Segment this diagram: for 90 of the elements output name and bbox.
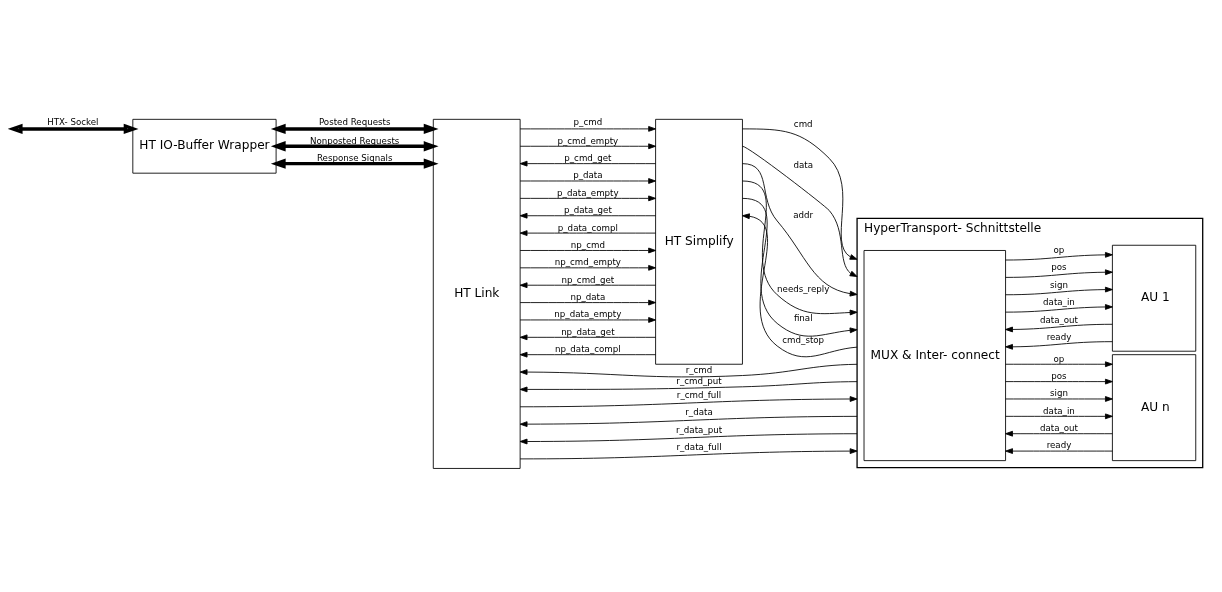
arrow	[519, 333, 657, 340]
arrow	[519, 177, 657, 184]
edge-label: p_data_empty	[557, 187, 619, 198]
arrow	[1005, 340, 1113, 350]
edge-label: data_out	[1039, 422, 1079, 433]
edge-label: cmd_stop	[782, 334, 825, 345]
arrow	[519, 363, 858, 377]
arrow	[519, 316, 657, 323]
edge-label: HTX- Sockel	[47, 116, 99, 127]
node-box: AU 1	[1111, 244, 1197, 352]
edge-label: ready	[1046, 331, 1072, 342]
edge-label: p_data_get	[563, 204, 612, 215]
edge-label: np_data	[570, 291, 606, 302]
edge-label: ready	[1046, 439, 1072, 450]
edge-label: r_cmd_put	[676, 375, 722, 386]
arrow	[1005, 395, 1113, 402]
edge-label: np_data_get	[561, 326, 615, 337]
edge-label: op	[1053, 244, 1065, 255]
arrow	[1005, 251, 1113, 260]
arrow	[1005, 430, 1113, 437]
edge-label: Response Signals	[316, 152, 393, 163]
arrow	[519, 395, 858, 407]
edge-label: np_cmd_empty	[554, 256, 621, 267]
edge-label: addr	[793, 209, 814, 220]
node-box: AU n	[1111, 353, 1197, 461]
edge-label: r_data_put	[675, 424, 723, 435]
node-box: HT Simplify	[655, 118, 743, 365]
arrow	[519, 212, 657, 219]
arrow	[1005, 286, 1113, 295]
arrow	[519, 432, 858, 444]
arrow	[519, 247, 657, 253]
edge-label: np_cmd_get	[561, 274, 615, 285]
edge-label: Nonposted Requests	[310, 135, 400, 146]
arrow	[1005, 412, 1113, 419]
arrow	[519, 125, 657, 132]
arrow	[742, 145, 858, 277]
arrow	[1005, 303, 1113, 313]
edge-label: op	[1053, 353, 1065, 364]
edge-label: p_cmd	[573, 116, 603, 127]
arrow	[519, 281, 657, 288]
edge-label: r_data	[685, 406, 713, 417]
arrow	[8, 123, 139, 134]
arrow	[519, 351, 657, 358]
arrow	[519, 264, 657, 271]
arrow	[270, 157, 439, 169]
arrow	[1005, 378, 1113, 384]
arrow	[742, 127, 858, 260]
arrow	[742, 212, 858, 357]
node-box: MUX & Inter- connect	[863, 249, 1006, 461]
edge-label: cmd	[793, 118, 813, 129]
edge-label: pos	[1051, 370, 1067, 381]
arrow	[519, 380, 858, 392]
edge-label: sign	[1050, 387, 1068, 398]
edge-label: p_cmd_get	[564, 152, 612, 163]
arrow	[742, 162, 858, 296]
edge-label: Posted Requests	[318, 116, 391, 127]
arrow	[1005, 360, 1113, 367]
edge-label: r_cmd	[685, 364, 713, 375]
arrow	[519, 195, 657, 201]
edge-label: np_data_empty	[554, 308, 622, 319]
edge-label: data_in	[1043, 296, 1075, 307]
arrow	[519, 160, 657, 166]
arrow	[742, 197, 858, 337]
edge-label: p_data_compl	[557, 222, 618, 232]
arrow	[519, 299, 657, 305]
edge-label: r_data_full	[676, 441, 722, 452]
edge-label: p_cmd_empty	[557, 135, 619, 146]
edge-label: needs_reply	[777, 283, 830, 294]
edge-label: np_cmd	[570, 239, 605, 250]
arrow	[270, 123, 439, 134]
arrow	[1005, 323, 1113, 332]
node-box: HT Link	[432, 118, 521, 469]
arrow	[270, 140, 439, 151]
edge-label: r_cmd_full	[676, 389, 722, 400]
edge-label: data_in	[1043, 405, 1075, 416]
arrow	[519, 447, 858, 459]
edge-label: data	[793, 159, 814, 170]
arrow	[519, 142, 657, 149]
arrow	[519, 229, 657, 236]
edge-label: p_data	[573, 169, 603, 180]
arrow	[519, 415, 858, 427]
arrow	[1005, 268, 1113, 278]
edge-label: sign	[1050, 279, 1068, 290]
edge-label: pos	[1051, 261, 1067, 272]
arrow	[1005, 447, 1113, 454]
edge-label: data_out	[1039, 314, 1079, 325]
edge-label: np_data_compl	[555, 343, 621, 354]
arrow	[742, 180, 858, 315]
edge-label: final	[793, 312, 813, 323]
node-box: HT IO-Buffer Wrapper	[132, 118, 277, 174]
